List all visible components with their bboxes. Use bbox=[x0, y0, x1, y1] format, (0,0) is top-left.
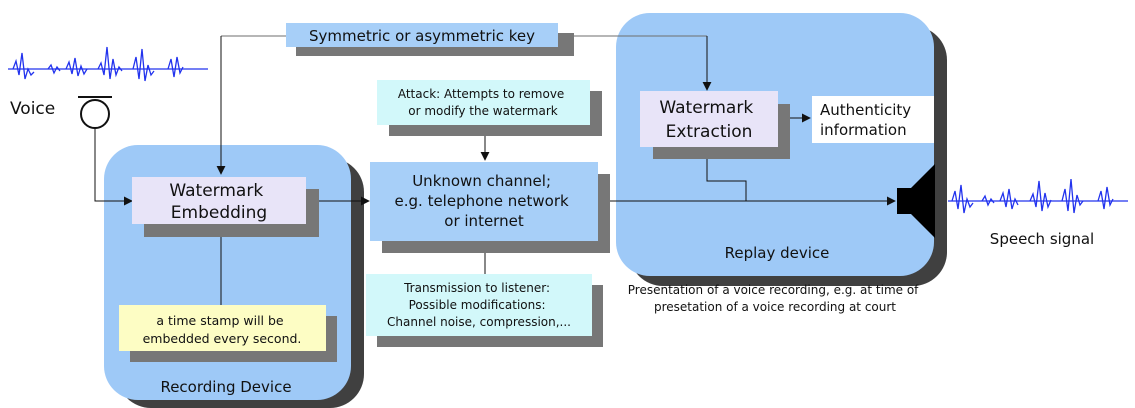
channel-line-1: Unknown channel; bbox=[412, 172, 551, 190]
channel-fill bbox=[370, 162, 598, 241]
voice-input: Voice bbox=[8, 46, 208, 129]
timestamp-note-line-2: embedded every second. bbox=[143, 331, 302, 346]
presentation-caption-line-2: presetation of a voice recording at cour… bbox=[654, 300, 896, 314]
authenticity-box: Authenticity information bbox=[812, 96, 934, 143]
extraction-label: Watermark Extraction bbox=[659, 98, 758, 142]
transmission-note-text: Transmission to listener: Possible modif… bbox=[387, 281, 571, 329]
timestamp-note-fill bbox=[119, 305, 326, 351]
attack-note-line-1: Attack: Attempts to remove bbox=[398, 87, 564, 101]
embedding-fill bbox=[132, 177, 306, 224]
voice-line bbox=[94, 128, 133, 206]
extraction-box: Watermark Extraction bbox=[640, 91, 790, 159]
speech-waveform bbox=[948, 178, 1128, 214]
speech-output: Speech signal bbox=[948, 178, 1128, 248]
transmission-note-fill bbox=[366, 274, 592, 336]
channel-box: Unknown channel; e.g. telephone network … bbox=[370, 162, 610, 253]
channel-line-2: e.g. telephone network bbox=[395, 192, 569, 210]
speaker-icon bbox=[897, 164, 935, 238]
authenticity-label: Authenticity information bbox=[820, 101, 916, 139]
embedding-label: Watermark Embedding bbox=[169, 181, 268, 223]
embedding-line-2: Embedding bbox=[171, 203, 267, 223]
embedding-box: Watermark Embedding bbox=[132, 177, 319, 237]
transmission-note-line-2: Possible modifications: bbox=[409, 298, 546, 312]
key-box: Symmetric or asymmetric key bbox=[286, 23, 574, 56]
timestamp-note: a time stamp will be embedded every seco… bbox=[119, 305, 337, 362]
extraction-line-1: Watermark bbox=[659, 98, 753, 118]
extraction-fill bbox=[640, 91, 778, 147]
key-label: Symmetric or asymmetric key bbox=[309, 27, 535, 45]
embedding-line-1: Watermark bbox=[169, 181, 263, 201]
recording-device-label: Recording Device bbox=[160, 378, 291, 396]
authenticity-line-2: information bbox=[820, 121, 907, 139]
transmission-note-line-1: Transmission to listener: bbox=[403, 281, 550, 295]
attack-note-fill bbox=[377, 80, 590, 125]
transmission-note: Transmission to listener: Possible modif… bbox=[366, 274, 603, 347]
key-box-fill bbox=[286, 23, 558, 47]
transmission-note-line-3: Channel noise, compression,... bbox=[387, 315, 571, 329]
voice-label: Voice bbox=[10, 99, 55, 119]
attack-note: Attack: Attempts to remove or modify the… bbox=[377, 80, 602, 136]
attack-note-text: Attack: Attempts to remove or modify the… bbox=[398, 87, 568, 118]
voice-waveform bbox=[8, 46, 208, 82]
channel-label: Unknown channel; e.g. telephone network … bbox=[395, 172, 574, 230]
presentation-caption: Presentation of a voice recording, e.g. … bbox=[628, 283, 922, 314]
timestamp-note-text: a time stamp will be embedded every seco… bbox=[143, 313, 302, 346]
extraction-line-2: Extraction bbox=[666, 122, 753, 142]
attack-note-line-2: or modify the watermark bbox=[408, 104, 557, 118]
channel-line-3: or internet bbox=[444, 212, 524, 230]
microphone-icon bbox=[78, 96, 112, 129]
authenticity-line-1: Authenticity bbox=[820, 101, 911, 119]
feedback-line bbox=[702, 147, 747, 201]
authenticity-fill bbox=[812, 96, 934, 143]
speech-label: Speech signal bbox=[990, 230, 1094, 248]
timestamp-note-line-1: a time stamp will be bbox=[156, 313, 284, 328]
replay-device-label: Replay device bbox=[725, 244, 830, 262]
presentation-caption-line-1: Presentation of a voice recording, e.g. … bbox=[628, 283, 919, 297]
